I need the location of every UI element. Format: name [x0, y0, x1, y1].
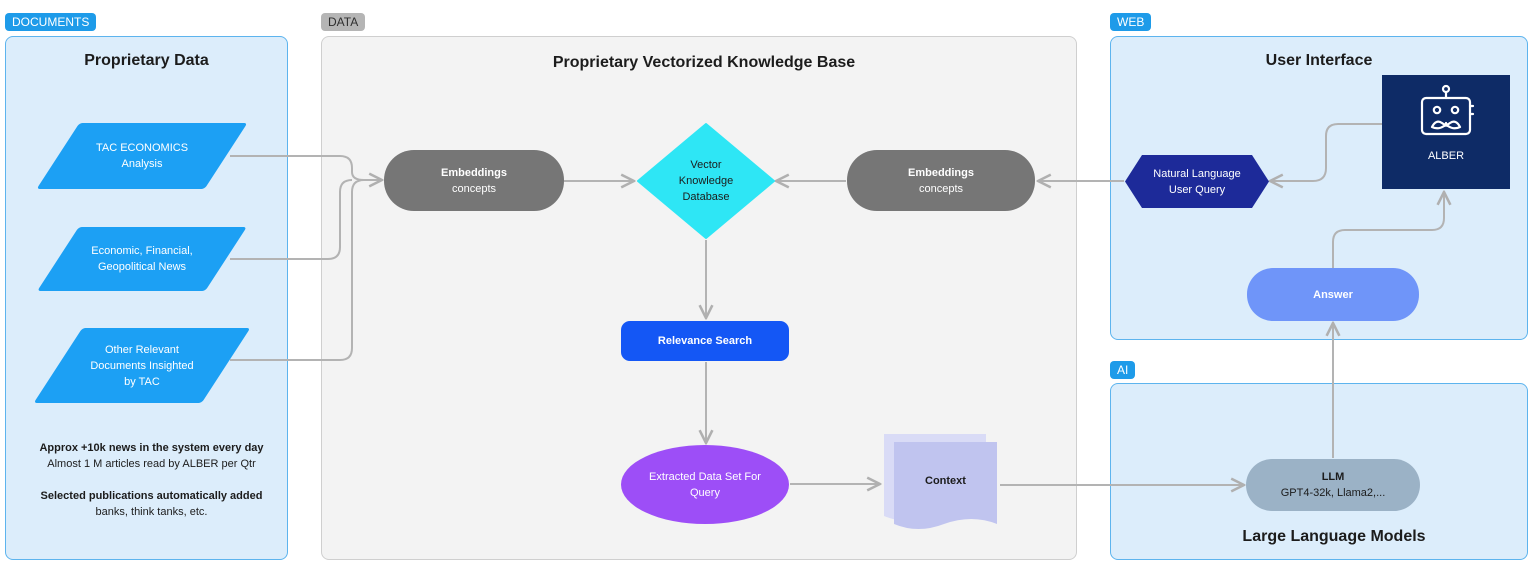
embeddings-right-node: Embeddings concepts: [847, 150, 1035, 211]
embeddings-left-title: Embeddings: [440, 166, 507, 179]
source-label: Economic, Financial, Geopolitical News: [91, 245, 193, 273]
web-tag: WEB: [1110, 13, 1152, 31]
note-news-volume: Approx +10k news in the system every day: [39, 442, 264, 454]
extracted-data-node: Extracted Data Set For Query: [621, 445, 789, 524]
source-tac-economics: TAC ECONOMICS Analysis: [36, 123, 248, 189]
data-tag: DATA: [321, 13, 366, 31]
note-articles-read: Almost 1 M articles read by ALBER per Qt…: [47, 458, 256, 470]
embeddings-left-node: Embeddings concepts: [384, 150, 564, 211]
ai-tag: AI: [1110, 361, 1136, 379]
natural-language-label: Natural Language User Query: [1153, 167, 1241, 196]
embeddings-right-sub: concepts: [918, 182, 964, 195]
alber-label: ALBER: [1427, 150, 1465, 162]
answer-node: Answer: [1247, 268, 1419, 321]
source-label: Other Relevant Documents Insighted by TA…: [90, 343, 194, 388]
relevance-search-node: Relevance Search: [621, 321, 789, 361]
context-document-icon: [884, 434, 997, 529]
note-publications: Selected publications automatically adde…: [40, 490, 263, 502]
llm-title: LLM: [1321, 471, 1345, 483]
source-other-documents: Other Relevant Documents Insighted by TA…: [33, 328, 251, 403]
documents-tag: DOCUMENTS: [5, 13, 97, 31]
source-news: Economic, Financial, Geopolitical News: [37, 227, 247, 291]
ai-title: Large Language Models: [1242, 528, 1426, 545]
data-title: Proprietary Vectorized Knowledge Base: [552, 54, 856, 71]
documents-notes: Approx +10k news in the system every day…: [5, 440, 298, 520]
natural-language-hexagon: [1125, 155, 1269, 208]
vector-db-diamond: [637, 123, 775, 239]
llm-models: GPT4-32k, Llama2,...: [1280, 487, 1386, 499]
relevance-search-label: Relevance Search: [657, 335, 753, 347]
context-text: Context: [925, 475, 966, 487]
source-label: TAC ECONOMICS Analysis: [95, 142, 189, 170]
note-publication-sources: banks, think tanks, etc.: [95, 506, 208, 518]
answer-label: Answer: [1313, 288, 1353, 301]
robot-icon: [1420, 84, 1475, 136]
context-label: Context: [894, 462, 997, 500]
embeddings-left-sub: concepts: [451, 182, 497, 195]
alber-box: ALBER: [1382, 75, 1510, 189]
web-title: User Interface: [1265, 52, 1373, 69]
documents-title: Proprietary Data: [84, 52, 209, 69]
embeddings-right-title: Embeddings: [907, 166, 974, 179]
vector-db-label: Vector Knowledge Database: [678, 159, 734, 203]
llm-node: LLM GPT4-32k, Llama2,...: [1246, 459, 1420, 511]
